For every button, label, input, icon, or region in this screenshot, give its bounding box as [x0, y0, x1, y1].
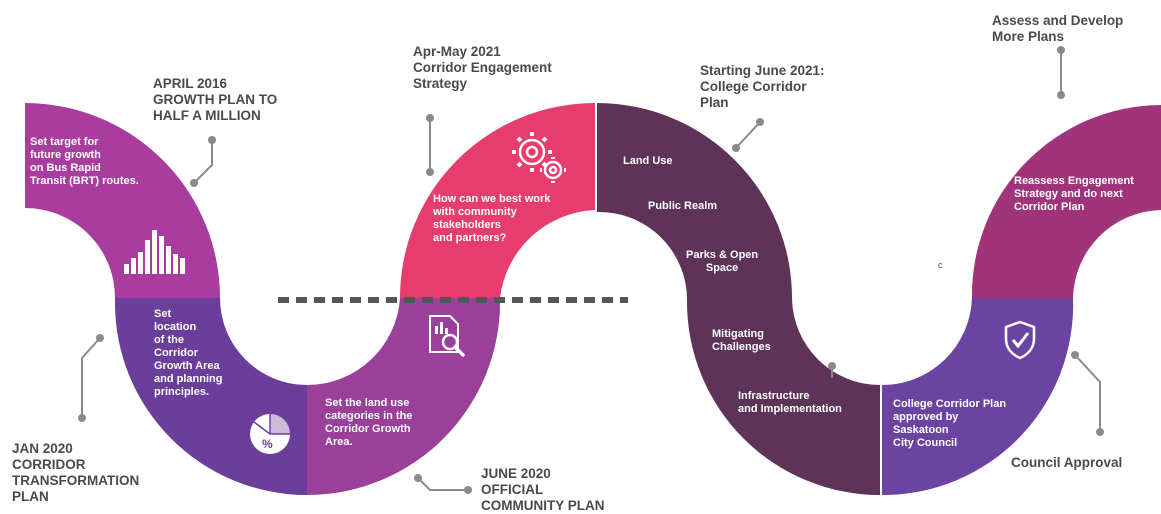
body-line: with community — [433, 206, 517, 218]
segment-june-2021 — [597, 103, 880, 495]
body-line: City Council — [893, 437, 958, 449]
title-line: More Plans — [992, 29, 1065, 44]
title-line: JAN 2020 — [12, 441, 73, 456]
item-line: Parks & Open — [686, 249, 759, 261]
body-line: and partners? — [433, 232, 507, 244]
body-line: Corridor — [154, 347, 198, 359]
item-public-realm: Public Realm — [648, 200, 717, 213]
body-line: location — [154, 321, 197, 333]
item-land-use: Land Use — [623, 155, 673, 168]
body-line: approved by — [893, 411, 959, 423]
item-line: Challenges — [712, 341, 771, 353]
title-line: Starting June 2021: — [700, 63, 825, 78]
body-line: categories in the — [325, 410, 413, 422]
title-line: GROWTH PLAN TO — [153, 92, 278, 107]
body-line: Area. — [325, 436, 353, 448]
title-line: PLAN — [12, 489, 49, 504]
body-line: Reassess Engagement — [1014, 175, 1134, 187]
title-line: Corridor Engagement — [413, 60, 552, 75]
body-line: Strategy and do next — [1014, 188, 1123, 200]
title-line: COMMUNITY PLAN — [481, 498, 605, 513]
label-council: Council Approval — [1011, 455, 1122, 471]
body-council: College Corridor Plan approved by Saskat… — [893, 398, 1006, 450]
segment-assess — [971, 105, 1161, 298]
label-june-2020: JUNE 2020 OFFICIAL COMMUNITY PLAN — [481, 466, 605, 514]
body-line: of the — [154, 334, 184, 346]
item-line: Space — [705, 262, 739, 274]
segment-apr-may-2021 — [400, 103, 595, 298]
item-line: Mitigating — [712, 328, 764, 340]
title-line: JUNE 2020 — [481, 466, 551, 481]
body-line: Saskatoon — [893, 424, 949, 436]
body-line: Growth Area — [154, 360, 220, 372]
body-line: and planning — [154, 373, 223, 385]
item-infrastructure: Infrastructure and Implementation — [738, 390, 842, 416]
body-assess: Reassess Engagement Strategy and do next… — [1014, 175, 1134, 214]
stray-mark: c — [938, 260, 943, 270]
item-line: Public Realm — [648, 200, 718, 212]
pie-chart-icon: % — [250, 414, 290, 454]
body-june-2020: Set the land use categories in the Corri… — [325, 397, 412, 449]
body-line: stakeholders — [433, 219, 501, 231]
title-line: TRANSFORMATION — [12, 473, 140, 488]
label-april-2016: APRIL 2016 GROWTH PLAN TO HALF A MILLION — [153, 76, 277, 124]
label-june-2021: Starting June 2021: College Corridor Pla… — [700, 63, 825, 111]
title-line: CORRIDOR — [12, 457, 86, 472]
body-line: Set the land use — [325, 397, 410, 409]
label-assess: Assess and Develop More Plans — [992, 13, 1123, 45]
body-line: on Bus Rapid — [30, 162, 101, 174]
shield-check-icon — [1004, 320, 1036, 360]
body-apr-may-2021: How can we best work with community stak… — [433, 193, 550, 245]
title-line: APRIL 2016 — [153, 76, 228, 91]
segment-council — [882, 298, 1074, 496]
segment-april-2016 — [25, 103, 220, 298]
item-line: Land Use — [623, 155, 673, 167]
body-line: College Corridor Plan — [893, 398, 1007, 410]
item-parks: Parks & Open Space — [686, 249, 758, 275]
body-jan-2020: Set location of the Corridor Growth Area… — [154, 308, 222, 399]
document-search-icon — [429, 315, 465, 357]
title-line: Assess and Develop — [992, 13, 1124, 28]
title-line: Plan — [700, 95, 729, 110]
title-line: Council Approval — [1011, 455, 1123, 470]
body-line: How can we best work — [433, 193, 551, 205]
body-line: Corridor Growth — [325, 423, 411, 435]
title-line: Strategy — [413, 76, 468, 91]
body-line: future growth — [30, 149, 101, 161]
title-line: Apr-May 2021 — [413, 44, 501, 59]
body-april-2016: Set target for future growth on Bus Rapi… — [30, 136, 139, 188]
body-line: Transit (BRT) routes. — [30, 175, 139, 187]
title-line: College Corridor — [700, 79, 807, 94]
connector-dots — [78, 46, 1104, 494]
title-line: OFFICIAL — [481, 482, 544, 497]
svg-text:%: % — [262, 437, 273, 451]
segment-june-2020 — [307, 298, 501, 496]
item-line: and Implementation — [738, 403, 842, 415]
item-mitigating: Mitigating Challenges — [712, 328, 771, 354]
body-line: principles. — [154, 386, 210, 398]
connectors — [81, 50, 1101, 491]
bar-chart-icon — [124, 230, 185, 274]
gears-icon — [512, 132, 566, 183]
body-line: Set target for — [30, 136, 99, 148]
title-line: HALF A MILLION — [153, 108, 261, 123]
label-apr-may-2021: Apr-May 2021 Corridor Engagement Strateg… — [413, 44, 552, 92]
item-line: Infrastructure — [738, 390, 810, 402]
body-line: Corridor Plan — [1014, 201, 1085, 213]
label-jan-2020: JAN 2020 CORRIDOR TRANSFORMATION PLAN — [12, 441, 139, 505]
body-line: Set — [154, 308, 172, 320]
